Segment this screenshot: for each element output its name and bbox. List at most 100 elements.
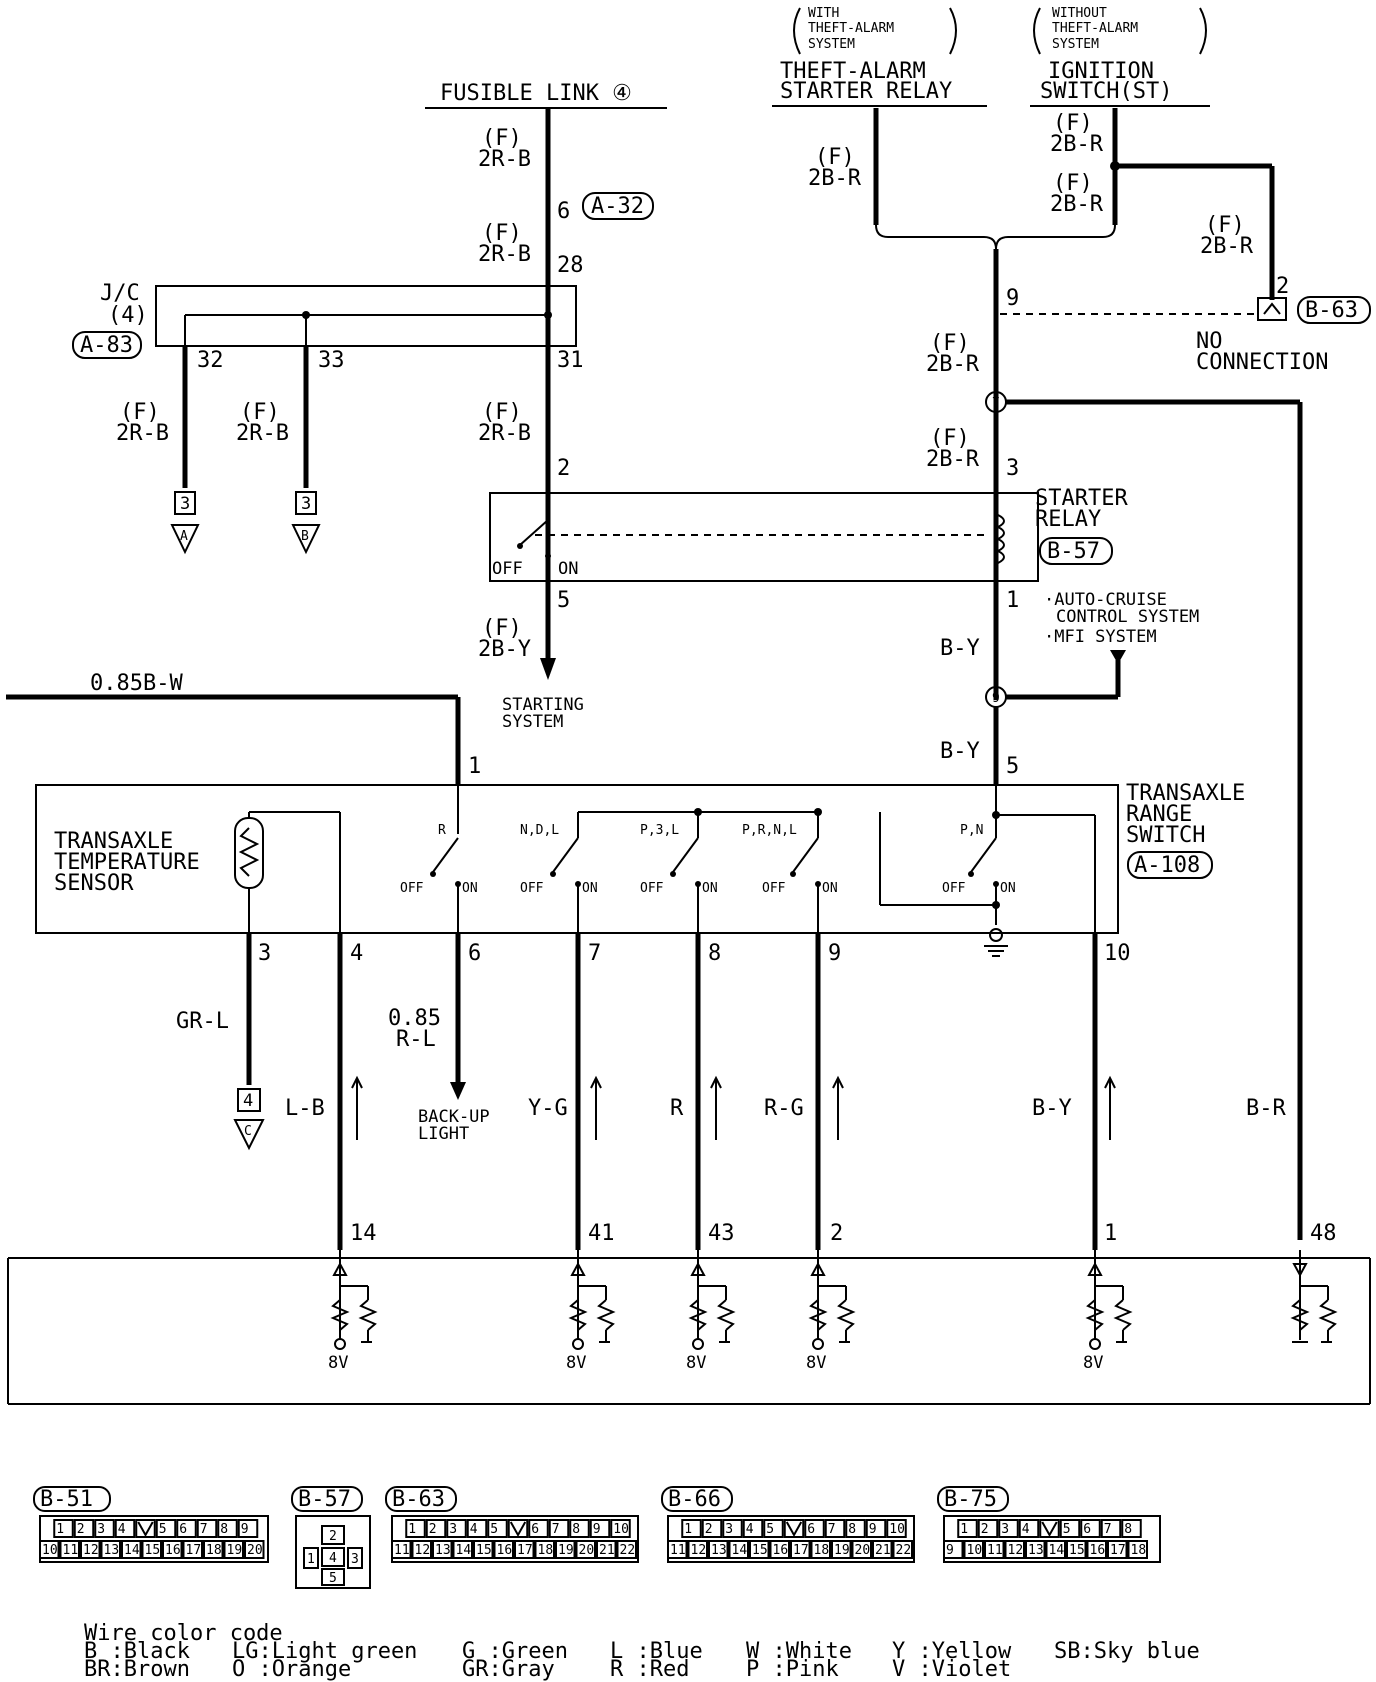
- connector-pin-cell: [589, 1519, 611, 1538]
- svg-text:O :Orange: O :Orange: [232, 1657, 351, 1682]
- without-theft-line3: SYSTEM: [1052, 37, 1099, 52]
- connector-pin-label: 10: [613, 1522, 629, 1537]
- connector-pin-label: 1: [408, 1522, 416, 1537]
- connector-key-mark: [137, 1521, 154, 1538]
- connector-key-mark: [509, 1521, 527, 1538]
- connector-pin-cell: [1018, 1519, 1040, 1538]
- svg-text:14: 14: [350, 1221, 377, 1246]
- connector-pin-label: 14: [732, 1543, 748, 1558]
- svg-text:TEMPERATURE: TEMPERATURE: [54, 850, 200, 875]
- connector-pin-cell: [957, 1519, 978, 1538]
- connector-pin-cell: [466, 1519, 488, 1538]
- svg-text:3: 3: [258, 941, 271, 966]
- svg-text:1: 1: [1006, 588, 1019, 613]
- svg-text:4: 4: [329, 1551, 337, 1566]
- switch-output-wires: 3 GR-L 4 C 4 L-B 6 0.85 R-L BACK-UP LIGH…: [176, 933, 1286, 1250]
- connector-pin-cell: [1127, 1540, 1148, 1559]
- connector-pin-cell: [155, 1519, 177, 1538]
- svg-text:33: 33: [318, 348, 345, 373]
- connector-pin-label: 1: [960, 1522, 968, 1537]
- svg-text:1: 1: [468, 754, 481, 779]
- svg-text:6: 6: [468, 941, 481, 966]
- svg-text:32: 32: [197, 348, 224, 373]
- svg-text:2B-R: 2B-R: [926, 352, 980, 377]
- svg-text:SYSTEM: SYSTEM: [502, 712, 563, 732]
- svg-text:2: 2: [1276, 274, 1289, 299]
- svg-text:28: 28: [557, 253, 584, 278]
- connector-pin-label: 12: [1008, 1543, 1024, 1558]
- svg-text:Y :Yellow: Y :Yellow: [892, 1639, 1012, 1664]
- svg-text:B: B: [301, 529, 309, 544]
- svg-text:B-57: B-57: [1047, 539, 1100, 564]
- svg-text:OFF: OFF: [400, 881, 424, 896]
- svg-text:(F): (F): [482, 221, 522, 246]
- connector-pin-label: 9: [946, 1543, 954, 1558]
- svg-text:3: 3: [180, 494, 190, 514]
- svg-text:·MFI SYSTEM: ·MFI SYSTEM: [1044, 627, 1157, 647]
- connector-pin-cell: [80, 1540, 101, 1559]
- connector-pin-label: 11: [670, 1543, 686, 1558]
- connector-pin-label: 19: [227, 1543, 243, 1558]
- connector-pin-label: 3: [97, 1522, 105, 1537]
- connector-pin-label: 14: [1049, 1543, 1065, 1558]
- svg-text:(F): (F): [930, 426, 970, 451]
- connector-pin-cell: [196, 1519, 218, 1538]
- connector-pin-cell: [493, 1540, 514, 1559]
- svg-text:7: 7: [992, 396, 1000, 411]
- svg-text:·AUTO-CRUISE: ·AUTO-CRUISE: [1044, 590, 1167, 610]
- connector-pin-label: 5: [159, 1522, 167, 1537]
- svg-text:R-G: R-G: [764, 1096, 804, 1121]
- connector-pin-label: 6: [807, 1522, 815, 1537]
- connector-pin-cell: [100, 1540, 121, 1559]
- svg-text:6: 6: [557, 199, 570, 224]
- connector-pin-label: 19: [558, 1543, 574, 1558]
- svg-text:A-32: A-32: [591, 194, 644, 219]
- connector-pin-label: 4: [470, 1522, 478, 1537]
- svg-text:CONTROL SYSTEM: CONTROL SYSTEM: [1056, 607, 1199, 627]
- svg-text:B-75: B-75: [944, 1487, 997, 1512]
- svg-text:C: C: [244, 1124, 252, 1139]
- connector-pin-cell: [872, 1540, 893, 1559]
- connector-pin-cell: [769, 1540, 790, 1559]
- svg-text:B-63: B-63: [1305, 298, 1358, 323]
- svg-text:8: 8: [708, 941, 721, 966]
- svg-text:9: 9: [828, 941, 841, 966]
- connector-pin-label: 20: [579, 1543, 595, 1558]
- svg-text:A: A: [180, 529, 188, 544]
- connector-pin-cell: [810, 1540, 831, 1559]
- connector-pin-label: 10: [967, 1543, 983, 1558]
- svg-text:2B-R: 2B-R: [1050, 132, 1104, 157]
- connector-pin-label: 9: [593, 1522, 601, 1537]
- connector-pin-cell: [514, 1540, 535, 1559]
- svg-text:OFF: OFF: [942, 881, 966, 896]
- svg-text:3: 3: [301, 494, 311, 514]
- svg-text:(4): (4): [108, 303, 148, 328]
- connector-pin-cell: [851, 1540, 872, 1559]
- svg-text:P :Pink: P :Pink: [746, 1657, 839, 1682]
- svg-text:5: 5: [1006, 754, 1019, 779]
- svg-text:P,N: P,N: [960, 823, 983, 838]
- svg-text:R: R: [438, 823, 446, 838]
- connector-pin-cell: [237, 1519, 259, 1538]
- connector-pin-label: 13: [711, 1543, 727, 1558]
- connector-pin-cell: [616, 1540, 637, 1559]
- svg-text:W :White: W :White: [746, 1639, 852, 1664]
- connector-pin-cell: [217, 1519, 238, 1538]
- connector-pin-cell: [1059, 1519, 1081, 1538]
- ground-box-c: [237, 1088, 261, 1112]
- connector-pin-label: 2: [77, 1522, 85, 1537]
- svg-text:OFF: OFF: [492, 559, 523, 579]
- connector-pin-cell: [763, 1519, 784, 1538]
- connector-pin-cell: [176, 1519, 197, 1538]
- control-unit-section: 14 41 43 2 1 48 8V 8V: [7, 1221, 1371, 1405]
- connector-pin-cell: [1080, 1519, 1101, 1538]
- connector-pin-label: 1: [684, 1522, 692, 1537]
- connector-pin-label: 7: [828, 1522, 836, 1537]
- connector-pin-label: 17: [1110, 1543, 1126, 1558]
- svg-text:4: 4: [243, 1091, 253, 1111]
- connector-pin-label: 15: [145, 1543, 161, 1558]
- svg-text:A-83: A-83: [80, 333, 133, 358]
- connector-b63-pin: [1257, 297, 1287, 321]
- svg-text:0.85: 0.85: [388, 1006, 441, 1031]
- connector-pin-label: 8: [220, 1522, 228, 1537]
